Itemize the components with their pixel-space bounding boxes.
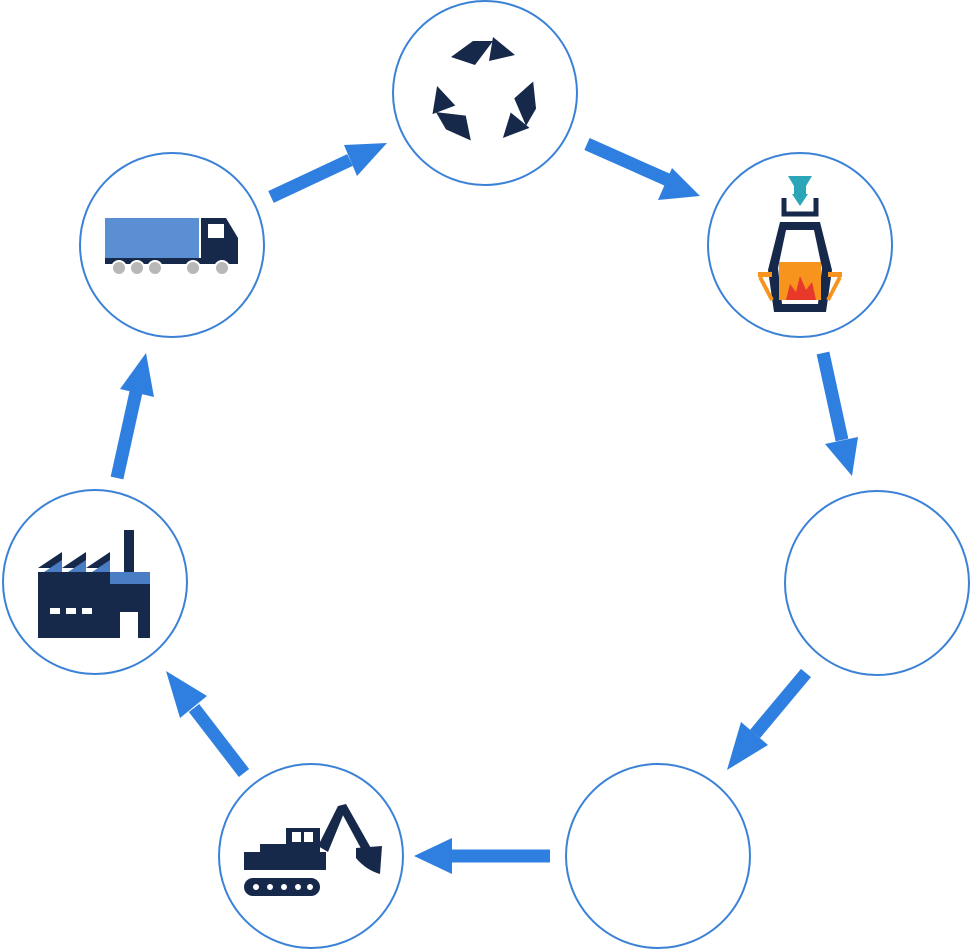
furnace-icon <box>758 176 842 312</box>
recycle-icon <box>432 37 537 141</box>
node-furnace <box>707 152 893 338</box>
edge-recycle-to-furnace <box>584 138 700 200</box>
node-transport <box>79 152 265 338</box>
factory-icon <box>38 530 150 638</box>
node-empty-1 <box>784 490 970 676</box>
edge-mining-to-manufacturing <box>166 671 250 777</box>
edge-transport-to-recycle <box>268 143 387 203</box>
edge-empty-2-to-mining <box>414 838 550 874</box>
edge-empty-1-to-empty-2 <box>727 668 811 770</box>
edge-manufacturing-to-transport <box>110 353 154 480</box>
edge-furnace-to-empty-1 <box>816 351 858 476</box>
truck-icon <box>105 218 238 276</box>
node-recycle <box>392 0 578 186</box>
node-manufacturing <box>2 489 188 675</box>
excavator-icon <box>244 804 382 896</box>
node-empty-2 <box>565 763 751 949</box>
node-mining <box>218 763 404 949</box>
